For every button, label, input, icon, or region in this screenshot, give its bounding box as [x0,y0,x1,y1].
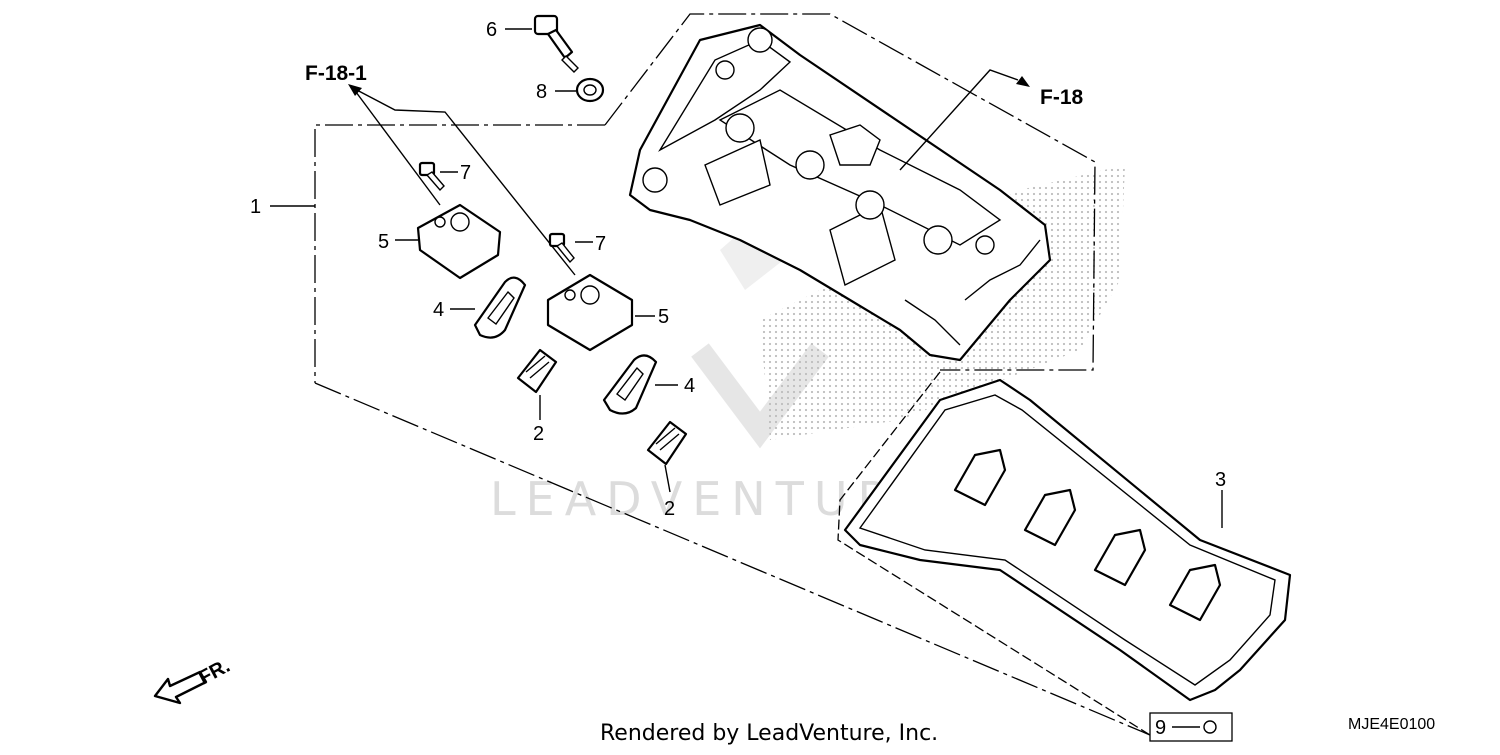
part-3-gasket [843,378,1292,702]
part-4-seal-a [450,276,527,339]
ref-f-18-1: F-18-1 [305,62,367,85]
reference-arrows [348,69,1030,276]
part-6-bolt [505,14,579,73]
callout-5a: 5 [378,231,389,253]
ref-f-18: F-18 [1040,86,1084,109]
callout-2b: 2 [664,498,675,520]
part-2-plug-b [646,420,688,493]
fr-direction-arrow: FR. [153,655,234,705]
callouts: 1 2 2 3 4 4 5 5 6 7 7 8 9 [250,19,1226,739]
part-5-cap-b [546,273,655,352]
part-7-screw-b [548,232,593,264]
callout-3: 3 [1215,469,1226,491]
callout-5b: 5 [658,306,669,328]
part-2-plug-a [516,348,558,420]
callout-7a: 7 [460,162,471,184]
callout-8: 8 [536,81,547,103]
gasket-link [837,371,1151,736]
cylinder-head-cover [628,23,1052,362]
callout-2a: 2 [533,423,544,445]
part-4-seal-b [602,354,678,415]
part-8-washer [555,77,605,103]
callout-4a: 4 [433,299,444,321]
part-9-box [1149,712,1233,742]
rendered-by-text: Rendered by LeadVenture, Inc. [600,721,938,746]
callout-6: 6 [486,19,497,41]
callout-4b: 4 [684,375,695,397]
part-1-bracket [314,13,1151,736]
diagram-code: MJE4E0100 [1348,716,1435,733]
part-5-cap-a [395,203,502,280]
callout-1: 1 [250,196,261,218]
callout-7b: 7 [595,233,606,255]
part-7-screw-a [418,161,458,192]
callout-9: 9 [1155,717,1166,739]
